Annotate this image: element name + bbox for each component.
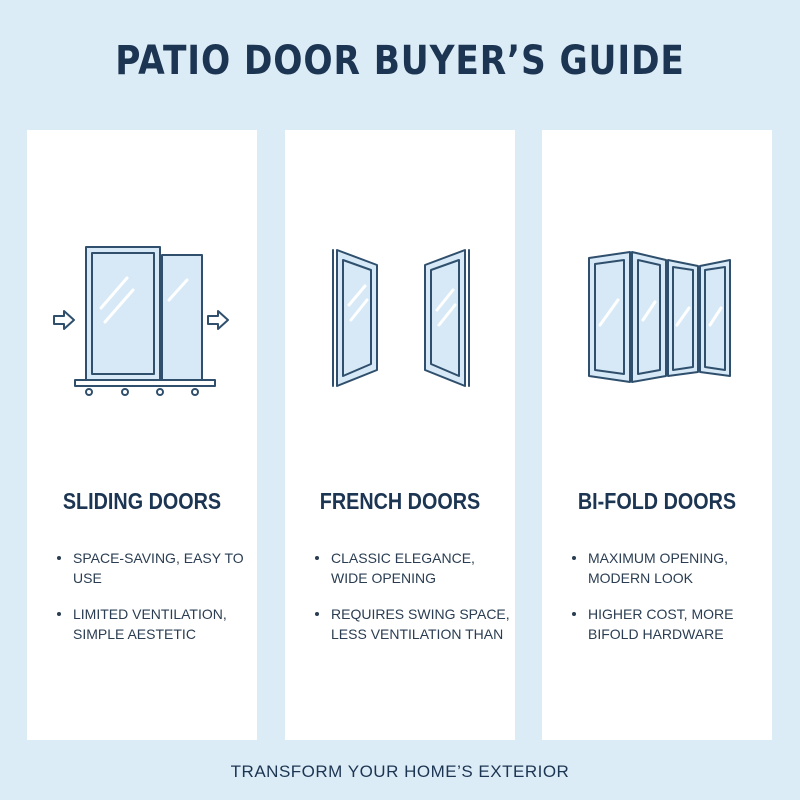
french-doors-bullets: CLASSIC ELEGANCE, WIDE OPENING REQUIRES … [315, 548, 515, 660]
sliding-doors-card: SLIDING DOORS SPACE-SAVING, EASY TO USE … [27, 130, 257, 740]
list-item: REQUIRES SWING SPACE, LESS VENTILATION T… [315, 604, 515, 644]
bifold-doors-bullets: MAXIMUM OPENING, MODERN LOOK HIGHER COST… [572, 548, 772, 660]
bifold-door-icon [588, 251, 731, 383]
list-item: CLASSIC ELEGANCE, WIDE OPENING [315, 548, 515, 588]
list-item: SPACE-SAVING, EASY TO USE [57, 548, 257, 588]
sliding-doors-heading: SLIDING DOORS [62, 488, 222, 514]
bifold-doors-heading: BI-FOLD DOORS [577, 488, 737, 514]
bifold-doors-card: BI-FOLD DOORS MAXIMUM OPENING, MODERN LO… [542, 130, 772, 740]
page-title: PATIO DOOR BUYER’S GUIDE [115, 38, 685, 84]
french-door-icon [332, 249, 470, 387]
list-item: MAXIMUM OPENING, MODERN LOOK [572, 548, 772, 588]
footer-tagline: TRANSFORM YOUR HOME’S EXTERIOR [230, 762, 570, 781]
french-doors-card: FRENCH DOORS CLASSIC ELEGANCE, WIDE OPEN… [285, 130, 515, 740]
list-item: LIMITED VENTILATION, SIMPLE AESTETIC [57, 604, 257, 644]
sliding-doors-bullets: SPACE-SAVING, EASY TO USE LIMITED VENTIL… [57, 548, 257, 660]
sliding-door-icon [53, 246, 229, 396]
list-item: HIGHER COST, MORE BIFOLD HARDWARE [572, 604, 772, 644]
french-doors-heading: FRENCH DOORS [319, 488, 481, 514]
